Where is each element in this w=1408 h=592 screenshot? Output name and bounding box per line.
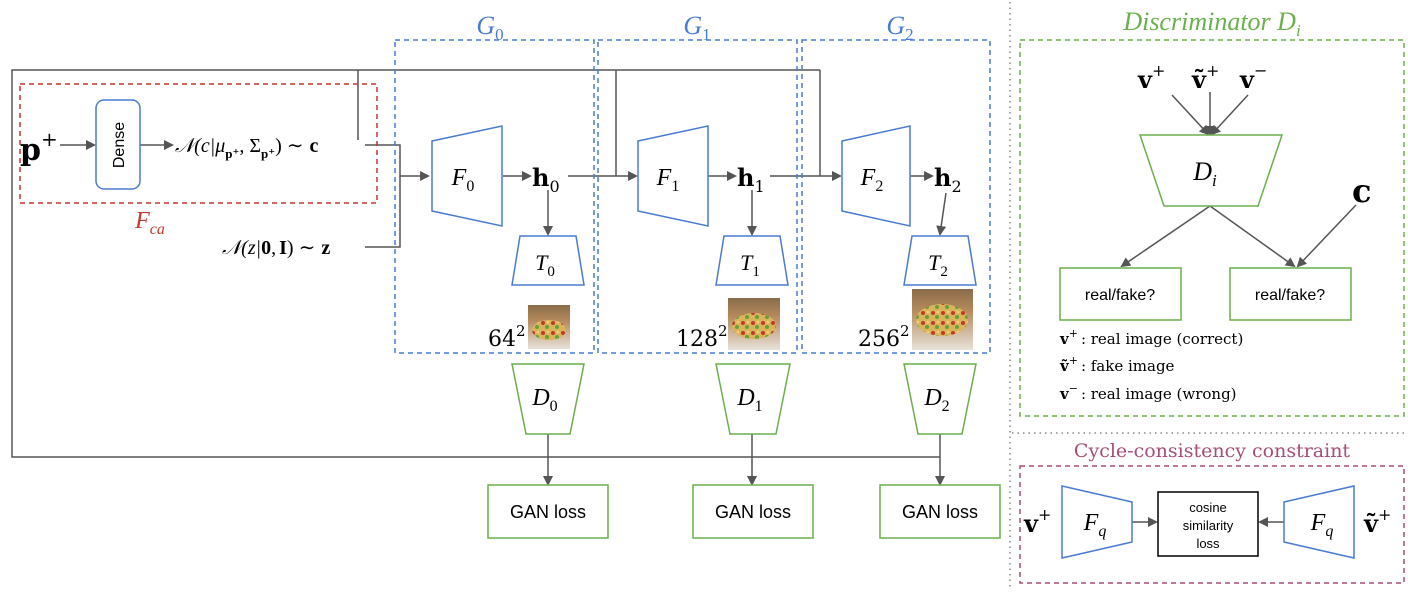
res-label-64: 642 (488, 322, 526, 352)
generator-box-g0: G0 (394, 11, 595, 354)
res-label-256: 2562 (858, 322, 910, 352)
connector-lines (11, 69, 1357, 527)
generator-box-g1: G1 (597, 11, 798, 354)
t1-block: T1 (715, 235, 789, 286)
svg-text:GAN loss: GAN loss (510, 502, 586, 522)
svg-text:G0: G0 (476, 11, 503, 44)
d1-block: D1 (715, 363, 791, 435)
gan-loss-box-1: GAN loss (692, 484, 814, 539)
svg-text:G1: G1 (683, 11, 710, 44)
svg-text:Fq: Fq (1083, 510, 1107, 540)
h2-label: h2 (934, 163, 962, 196)
cycle-title: Cycle-consistency constraint (1074, 440, 1351, 462)
f1-block: F1 (637, 125, 709, 227)
h0-label: h0 (532, 163, 560, 196)
dense-label: Dense (111, 122, 128, 168)
di-block: Di (1138, 134, 1284, 207)
g0-title-sub: 0 (495, 25, 504, 44)
food-image-128 (728, 298, 780, 350)
t0-block: T0 (511, 235, 585, 286)
g2-title-sub: 2 (905, 25, 914, 44)
fq-block-left: Fq (1061, 485, 1133, 559)
food-image-64 (528, 305, 570, 349)
svg-text:v−: real image (wrong): v−: real image (wrong) (1059, 382, 1237, 403)
svg-text:G2: G2 (886, 11, 913, 44)
svg-text:loss: loss (1196, 536, 1220, 551)
g0-title: G (476, 11, 495, 40)
food-image-256 (912, 289, 973, 350)
disc-legend: v+: real image (correct) ṽ+: fake image … (1059, 327, 1243, 403)
real-fake-box-left: real/fake? (1059, 267, 1182, 321)
d0-block: D0 (511, 363, 585, 435)
svg-text:F1: F1 (656, 165, 680, 195)
cycle-vtilde-plus: ṽ+ (1363, 505, 1391, 538)
generator-box-g2: G2 (801, 11, 991, 354)
g2-title: G (886, 11, 905, 40)
f0-block: F0 (431, 125, 503, 227)
svg-text:T0: T0 (535, 250, 555, 280)
disc-input-vtilde-plus: ṽ+ (1191, 61, 1219, 94)
res-label-128: 1282 (676, 322, 728, 352)
g1-title-sub: 1 (702, 25, 711, 44)
svg-text:Fq: Fq (1310, 510, 1334, 540)
t2-block: T2 (903, 235, 977, 286)
svg-text:D0: D0 (531, 385, 557, 415)
svg-text:T1: T1 (740, 250, 760, 280)
svg-text:GAN loss: GAN loss (715, 502, 791, 522)
p-plus-label: p+ (20, 127, 58, 168)
fq-block-right: Fq (1283, 485, 1355, 559)
cosine-similarity-loss-box: cosine similarity loss (1157, 491, 1259, 557)
svg-text:similarity: similarity (1183, 518, 1234, 533)
disc-input-v-plus: v+ (1137, 61, 1165, 94)
gan-loss-box-2: GAN loss (879, 484, 1001, 539)
svg-text:real/fake?: real/fake? (1085, 287, 1155, 304)
discriminator-title: Discriminator Di (1122, 7, 1301, 40)
d2-block: D2 (903, 363, 977, 435)
discriminator-panel (1019, 39, 1405, 417)
cycle-panel (1019, 465, 1405, 584)
cycle-v-plus: v+ (1023, 505, 1051, 538)
svg-text:ṽ+: fake image: ṽ+: fake image (1059, 354, 1175, 375)
real-fake-box-right: real/fake? (1229, 267, 1352, 321)
svg-text:v+: real image (correct): v+: real image (correct) (1059, 327, 1243, 348)
svg-text:D1: D1 (736, 385, 762, 415)
disc-condition-c: c (1352, 172, 1371, 210)
fca-label: Fca (134, 208, 165, 238)
svg-text:T2: T2 (928, 250, 948, 280)
svg-text:Di: Di (1192, 157, 1217, 190)
svg-text:GAN loss: GAN loss (902, 502, 978, 522)
svg-text:F2: F2 (860, 165, 884, 195)
dense-block (95, 99, 141, 190)
noise-distribution: 𝒩(z|0,I) ∼z (222, 237, 330, 259)
disc-input-v-minus: v− (1239, 61, 1267, 94)
svg-text:F0: F0 (451, 165, 475, 195)
conditioning-distribution: 𝒩(c|μp⁺, Σp⁺) ∼c (175, 135, 318, 161)
g1-title: G (683, 11, 702, 40)
svg-text:real/fake?: real/fake? (1255, 287, 1325, 304)
svg-text:cosine: cosine (1189, 500, 1227, 515)
h1-label: h1 (737, 163, 765, 196)
f2-block: F2 (841, 125, 911, 227)
fca-box (19, 83, 378, 204)
gan-loss-box-0: GAN loss (487, 484, 609, 539)
svg-text:D2: D2 (923, 385, 949, 415)
